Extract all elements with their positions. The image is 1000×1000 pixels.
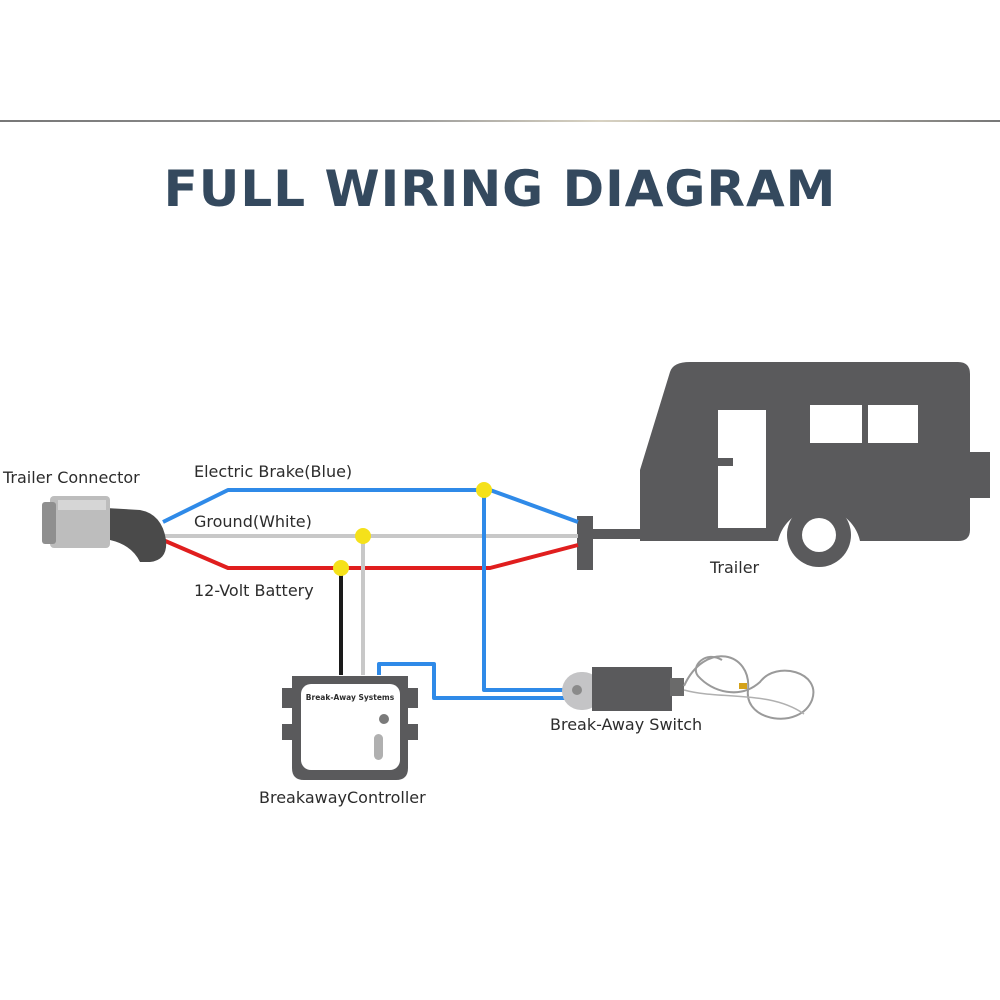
battery-label: 12-Volt Battery (194, 581, 314, 600)
trailer-tongue (585, 529, 645, 539)
junction-ground-dot (355, 528, 371, 544)
breakaway-controller-label: BreakawayController (259, 788, 426, 807)
breakaway-controller-graphic: Break-Away Systems (282, 676, 418, 780)
brake-to-switch-wire (482, 490, 575, 692)
switch-lanyard-clip (739, 683, 747, 689)
connector-highlight (58, 500, 106, 510)
trailer-door-handle (718, 458, 733, 466)
electric-brake-wire (162, 488, 579, 524)
trailer-connector-label: Trailer Connector (2, 468, 140, 487)
controller-to-switch-wire (377, 662, 575, 700)
trailer-window-left (810, 405, 862, 443)
controller-test-switch (374, 734, 383, 760)
top-divider (0, 120, 1000, 122)
trailer-wheel-hub (802, 518, 836, 552)
connector-face (42, 502, 56, 544)
junction-battery-dot (333, 560, 349, 576)
page-title: FULL WIRING DIAGRAM (163, 160, 837, 218)
electric-brake-label: Electric Brake(Blue) (194, 462, 352, 481)
ground-label: Ground(White) (194, 512, 312, 531)
trailer-window-right (868, 405, 918, 443)
trailer-bumper-step (968, 452, 990, 498)
breakaway-switch-label: Break-Away Switch (550, 715, 702, 734)
switch-body (592, 667, 672, 711)
connector-cable-boot (106, 508, 167, 562)
junction-brake-dot (476, 482, 492, 498)
switch-pin-hole (572, 685, 582, 695)
switch-cable-end (670, 678, 684, 696)
controller-indicator-light (379, 714, 389, 724)
trailer-graphic (577, 362, 990, 570)
battery-wire (162, 538, 579, 570)
trailer-connector-graphic (42, 496, 167, 562)
switch-lanyard-cable-strand (683, 689, 805, 715)
trailer-label: Trailer (709, 558, 760, 577)
switch-lanyard-cable (683, 655, 815, 720)
controller-brand-label: Break-Away Systems (306, 693, 395, 702)
trailer-hitch-plate (577, 516, 593, 570)
trailer-door (718, 410, 766, 528)
breakaway-switch-graphic (562, 655, 815, 720)
